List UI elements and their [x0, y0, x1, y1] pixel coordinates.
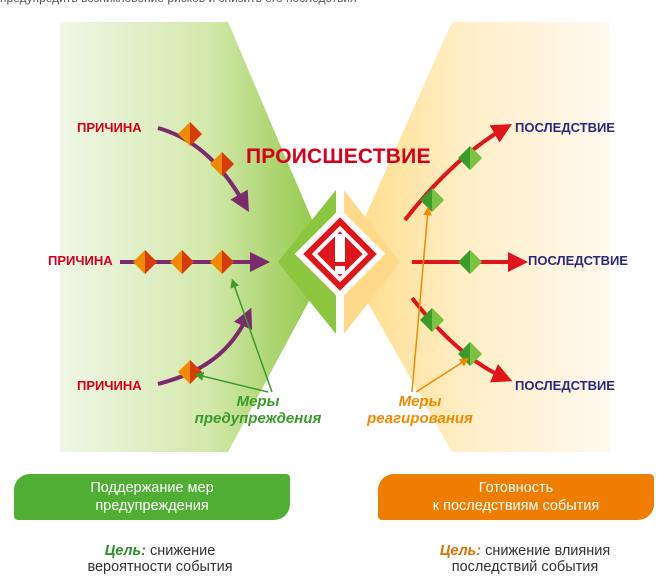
response-wing: [345, 22, 610, 452]
cause-label-middle: ПРИЧИНА: [48, 253, 113, 268]
readiness-box: Готовность к последствиям события: [378, 474, 654, 520]
diamond-marker-green: [420, 188, 444, 212]
readiness-box-line2: к последствиям события: [432, 498, 600, 514]
incident-label: ПРОИСШЕСТВИЕ: [246, 145, 431, 168]
response-pointer-2: [415, 358, 470, 393]
goal-right-line2: последствий события: [451, 559, 599, 575]
diamond-marker-green: [458, 146, 482, 170]
top-cut-text: предупредить возникновение рисков и сниз…: [0, 0, 665, 11]
consequence-label-middle: ПОСЛЕДСТВИЕ: [528, 253, 628, 268]
goal-left-text: снижение: [145, 543, 216, 559]
goal-right-text: снижение влияния: [481, 543, 611, 559]
goal-left-label: Цель:: [104, 543, 146, 559]
diamond-marker-orange: [210, 152, 234, 176]
consequence-arrow-top: [403, 124, 512, 222]
consequence-label-bottom: ПОСЛЕДСТВИЕ: [515, 378, 615, 393]
readiness-box-line1: Готовность: [478, 480, 554, 496]
warning-icon: [294, 208, 386, 300]
diamond-marker-orange: [210, 250, 234, 274]
prevention-box-line2: предупреждения: [95, 498, 209, 514]
cause-arrow-top: [157, 126, 249, 212]
response-measures-label: Меры реагирования: [350, 393, 490, 427]
cause-arrow-bottom: [157, 307, 253, 386]
prevention-measures-label: Меры предупреждения: [178, 393, 338, 427]
diamond-marker-green: [458, 250, 482, 274]
prevention-pointer-1: [230, 278, 273, 393]
prevention-measures-line2: предупреждения: [194, 410, 322, 427]
goal-right-label: Цель:: [439, 543, 482, 559]
diamond-marker-orange: [170, 250, 194, 274]
prevention-pointer-2: [194, 371, 269, 393]
consequence-arrow-bottom: [410, 296, 513, 383]
consequence-label-top: ПОСЛЕДСТВИЕ: [515, 120, 615, 135]
prevention-box-line1: Поддержание мер: [90, 480, 214, 496]
goal-left-line2: вероятности события: [87, 559, 233, 575]
prevention-support-box: Поддержание мер предупреждения: [14, 474, 290, 520]
goal-left: Цель: снижение вероятности события: [40, 543, 280, 575]
diamond-marker-green: [420, 308, 444, 332]
response-measures-line1: Меры: [398, 393, 442, 410]
prevention-wing: [60, 22, 330, 452]
diamond-marker-orange: [133, 250, 157, 274]
response-measures-line2: реагирования: [367, 410, 473, 427]
cause-label-bottom: ПРИЧИНА: [77, 378, 142, 393]
prevention-measures-line1: Меры: [236, 393, 280, 410]
diamond-marker-orange: [178, 122, 202, 146]
response-pointer-1: [411, 206, 433, 393]
goal-right: Цель: снижение влияния последствий событ…: [400, 543, 650, 575]
cause-label-top: ПРИЧИНА: [77, 120, 142, 135]
